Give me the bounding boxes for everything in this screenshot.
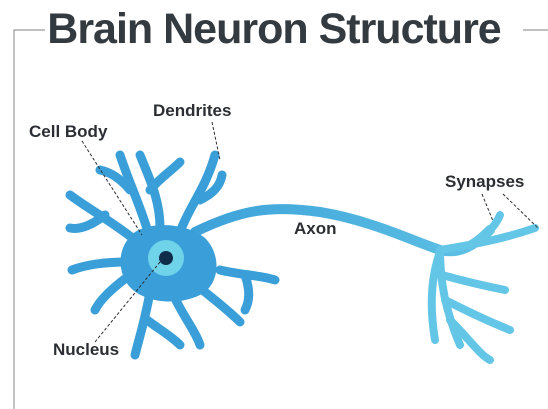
label-axon: Axon xyxy=(294,219,337,239)
axon xyxy=(195,209,490,251)
label-nucleus: Nucleus xyxy=(53,340,119,360)
nucleus-core xyxy=(159,251,173,265)
page-title: Brain Neuron Structure xyxy=(0,4,548,54)
label-cell-body: Cell Body xyxy=(29,122,107,142)
label-synapses: Synapses xyxy=(445,172,524,192)
axon-terminals xyxy=(432,215,535,360)
label-dendrites: Dendrites xyxy=(153,101,231,121)
